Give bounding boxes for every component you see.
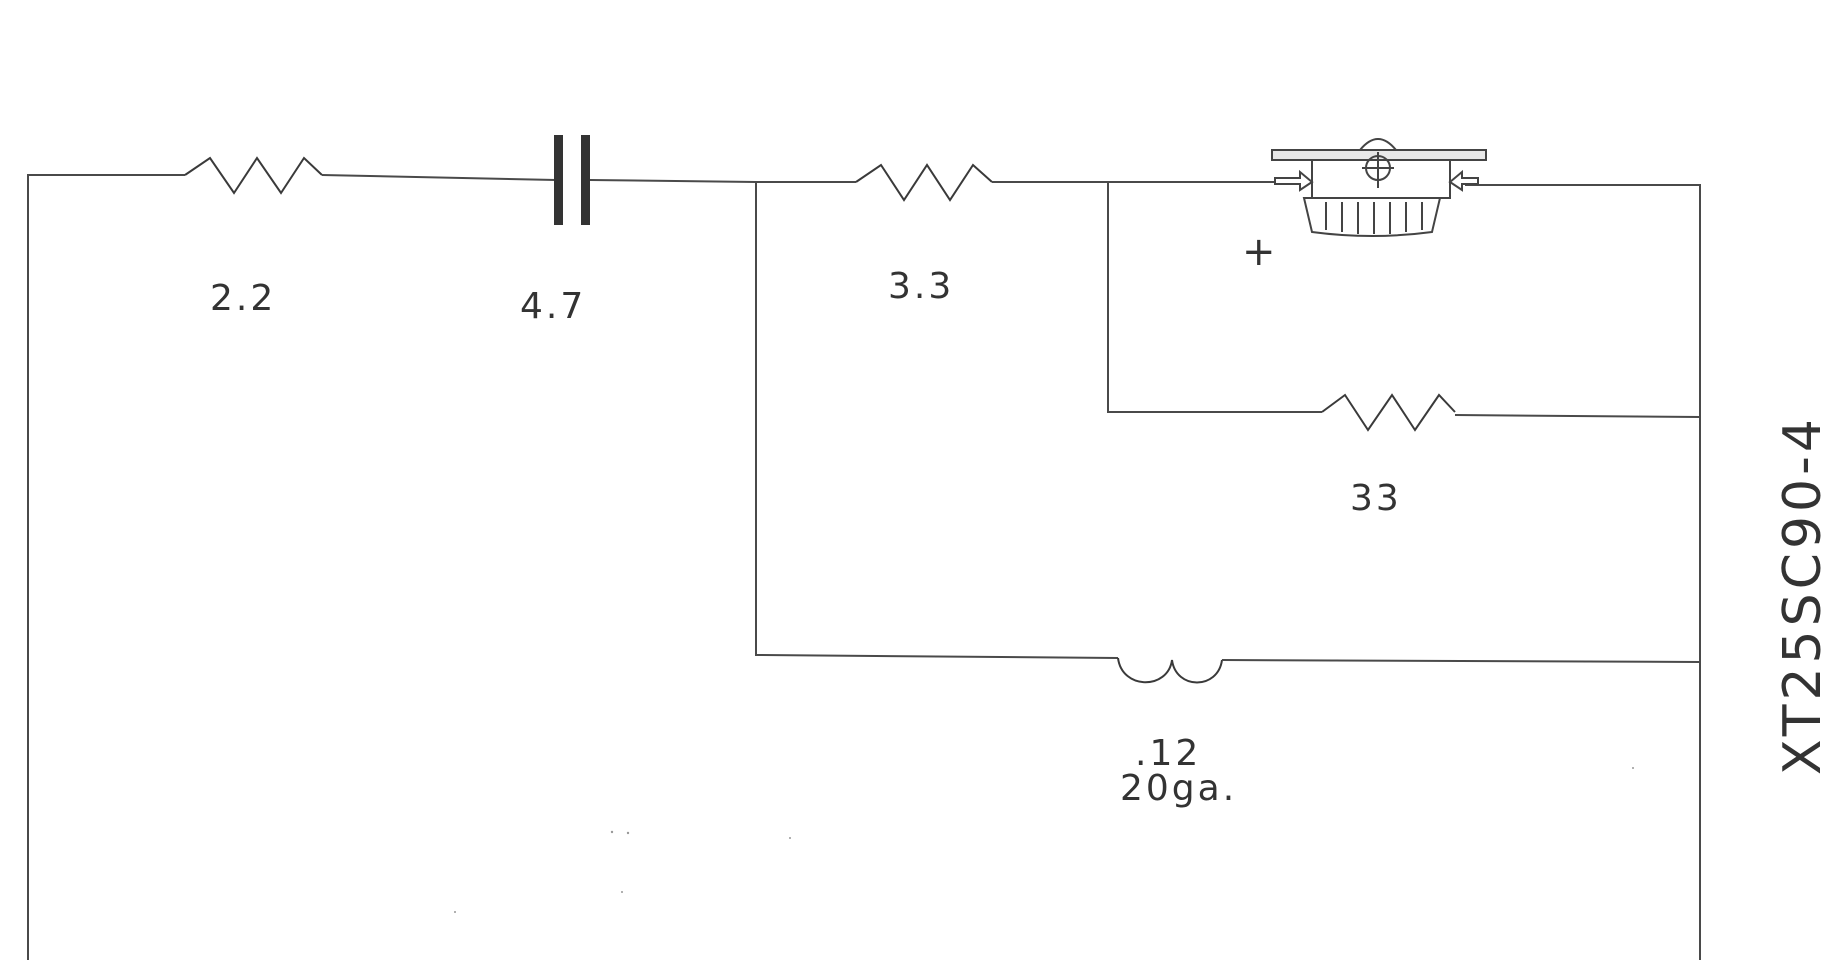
wire-33-right (1454, 414, 1701, 418)
inductor-value-label: .12 (1135, 733, 1201, 774)
inductor-gauge-label: 20ga. (1120, 768, 1237, 809)
r2-label: 3.3 (888, 266, 954, 307)
r3-label: 33 (1350, 478, 1402, 519)
wire-cap-junction (589, 179, 757, 183)
r1-label: 2.2 (210, 278, 276, 319)
part-number-label: XT25SC90-4 (1773, 415, 1833, 775)
left-wire (27, 174, 185, 960)
scan-specks (454, 767, 1634, 913)
wire-inductor-branch (755, 182, 1119, 659)
resistor-33 (1321, 393, 1456, 432)
wire-inductor-right (1221, 659, 1701, 663)
wire-tweeter-right (1465, 184, 1701, 960)
cap-label: 4.7 (520, 286, 586, 327)
inductor-0-12 (1117, 657, 1223, 684)
resistor-2-2 (184, 156, 323, 195)
capacitor-4-7 (554, 135, 590, 225)
wire-r1-cap (321, 174, 557, 181)
tweeter-driver-icon (1271, 138, 1487, 237)
polarity-label: + (1242, 229, 1279, 275)
resistor-3-3 (855, 163, 993, 202)
wire-33-branch (1107, 182, 1322, 413)
